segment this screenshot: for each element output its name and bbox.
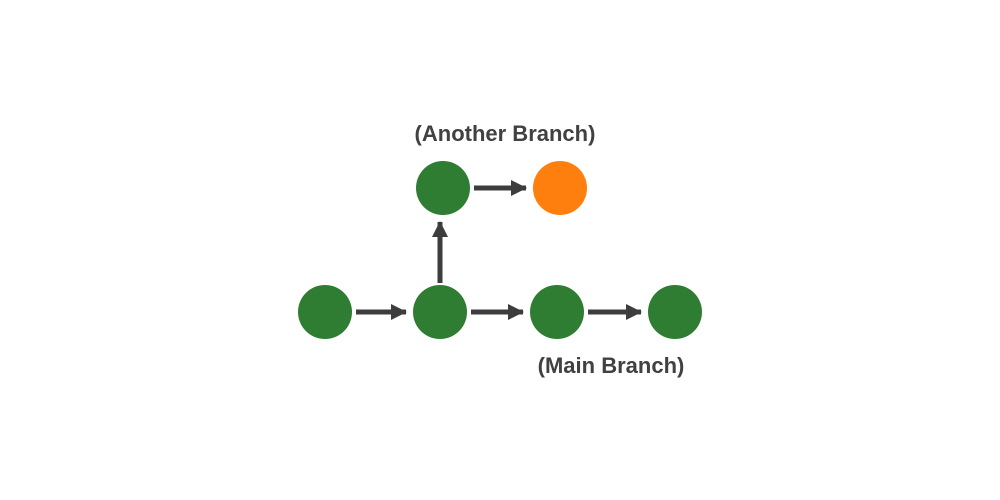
main-branch-label: (Main Branch) — [538, 353, 685, 378]
commit-node-main-4 — [648, 285, 702, 339]
commit-node-another-1 — [416, 161, 470, 215]
commit-node-main-2 — [413, 285, 467, 339]
commit-node-main-1 — [298, 285, 352, 339]
commit-node-another-2 — [533, 161, 587, 215]
another-branch-label: (Another Branch) — [415, 121, 596, 146]
commit-node-main-3 — [530, 285, 584, 339]
